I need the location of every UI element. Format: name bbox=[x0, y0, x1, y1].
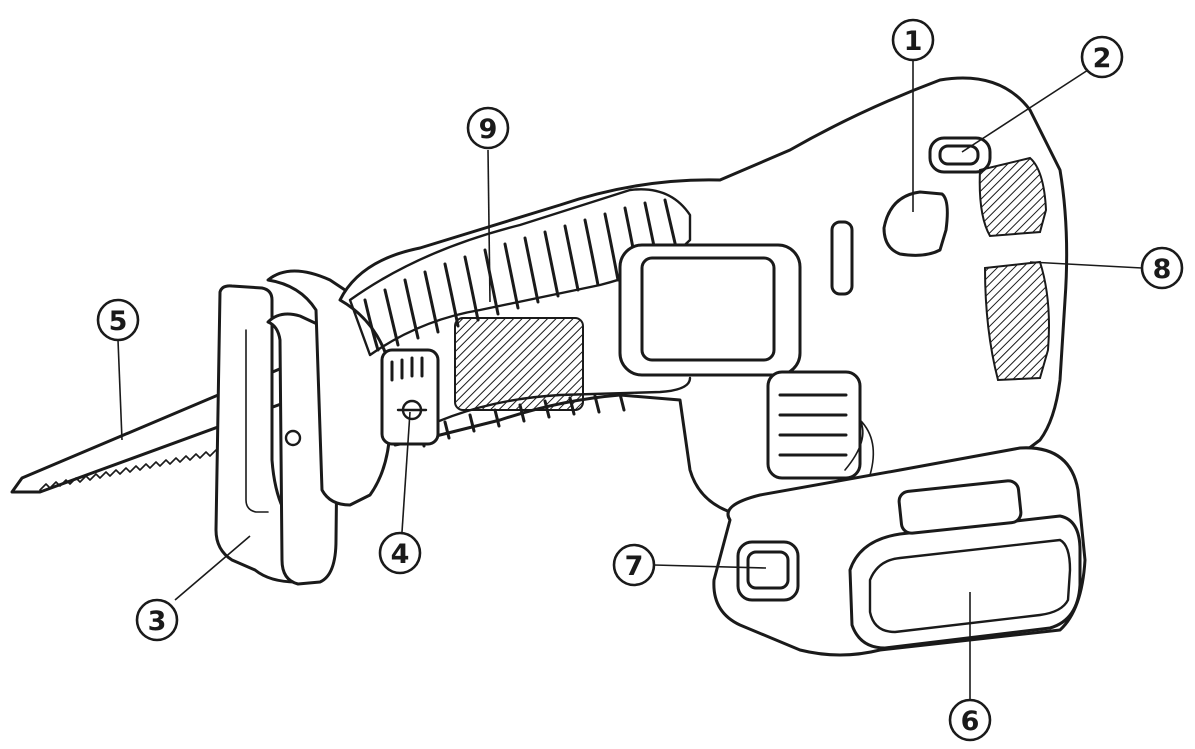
callout-label-8: 8 bbox=[1153, 254, 1172, 285]
callout-9: 9 bbox=[466, 106, 510, 150]
callout-1: 1 bbox=[891, 18, 935, 62]
callout-label-1: 1 bbox=[904, 26, 923, 57]
callout-label-3: 3 bbox=[148, 606, 167, 637]
callout-7: 7 bbox=[612, 543, 656, 587]
callout-8: 8 bbox=[1140, 246, 1184, 290]
callout-3: 3 bbox=[135, 598, 179, 642]
callout-4: 4 bbox=[378, 531, 422, 575]
callout-label-9: 9 bbox=[479, 114, 498, 145]
front-vent bbox=[454, 317, 584, 411]
battery-pack bbox=[712, 419, 1087, 657]
callout-label-6: 6 bbox=[961, 706, 980, 737]
callout-label-2: 2 bbox=[1093, 43, 1112, 74]
lower-vent bbox=[766, 370, 862, 480]
saw-illustration bbox=[10, 76, 1087, 657]
callout-label-7: 7 bbox=[625, 551, 644, 582]
callout-label-4: 4 bbox=[391, 539, 410, 570]
callout-6: 6 bbox=[948, 698, 992, 742]
callout-label-5: 5 bbox=[109, 306, 128, 337]
rear-vent-lower bbox=[983, 260, 1050, 382]
leader-lines bbox=[117, 60, 1143, 700]
callout-5: 5 bbox=[96, 298, 140, 342]
blade-release-lever bbox=[380, 348, 440, 446]
rear-vent-upper bbox=[978, 156, 1048, 238]
trigger bbox=[882, 190, 949, 257]
callout-2: 2 bbox=[1080, 35, 1124, 79]
